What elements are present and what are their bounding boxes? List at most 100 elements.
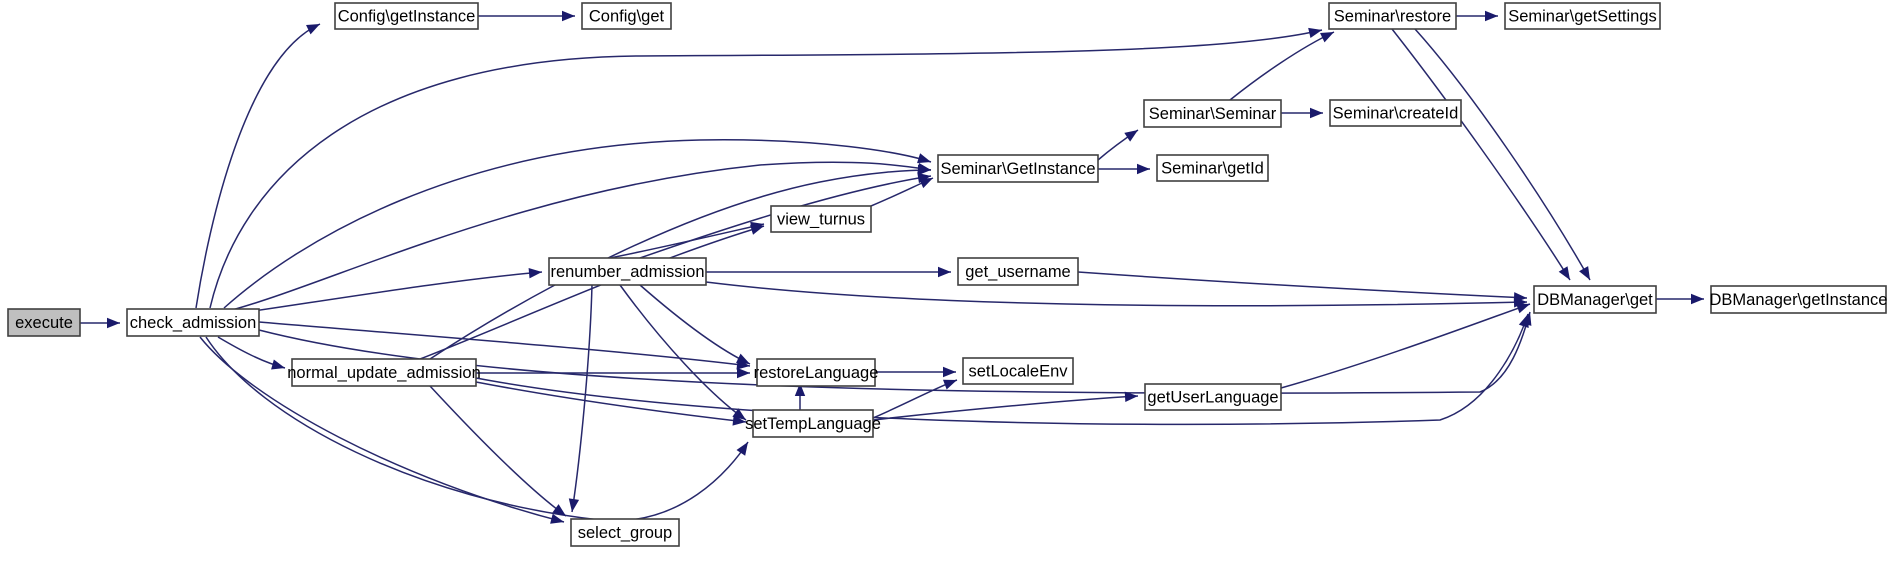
arrowhead-icon [550, 513, 564, 524]
node-box[interactable] [1504, 2, 1661, 30]
graph-node-seminar_getSettings[interactable]: Seminar\getSettings [1504, 2, 1661, 30]
node-box[interactable] [291, 358, 477, 387]
arrowhead-icon [1308, 27, 1322, 38]
graph-node-dbmanager_getInstance[interactable]: DBManager\getInstance [1710, 285, 1888, 314]
graph-node-select_group[interactable]: select_group [570, 518, 680, 547]
graph-node-seminar_Seminar[interactable]: Seminar\Seminar [1143, 99, 1282, 128]
node-box[interactable] [962, 357, 1074, 385]
node-box[interactable] [1329, 99, 1462, 127]
call-edge [568, 284, 593, 513]
graph-node-view_turnus[interactable]: view_turnus [770, 205, 872, 233]
arrowhead-icon [1518, 314, 1529, 328]
call-edge [217, 336, 286, 370]
call-edge [1456, 10, 1498, 22]
graph-node-config_get[interactable]: Config\get [581, 2, 672, 30]
graph-node-seminar_GetInstance[interactable]: Seminar\GetInstance [937, 154, 1099, 183]
node-box[interactable] [770, 205, 872, 233]
graph-node-dbmanager_get[interactable]: DBManager\get [1533, 285, 1657, 314]
arrowhead-icon [750, 224, 764, 235]
call-edge [209, 27, 1323, 309]
call-edge [476, 367, 750, 379]
node-box[interactable] [1533, 285, 1657, 314]
call-edge [1281, 107, 1323, 119]
call-edge [199, 336, 565, 524]
graph-node-seminar_restore[interactable]: Seminar\restore [1328, 2, 1457, 30]
node-box[interactable] [334, 2, 479, 30]
arrowhead-icon [1516, 303, 1530, 314]
graph-node-config_getInstance[interactable]: Config\getInstance [334, 2, 479, 30]
node-box[interactable] [570, 518, 680, 547]
node-box[interactable] [7, 308, 81, 337]
call-edge [478, 10, 575, 22]
call-edge [1098, 163, 1150, 175]
call-edge [195, 23, 321, 309]
arrowhead-icon [917, 153, 931, 164]
arrowhead-icon [1579, 266, 1590, 280]
node-box[interactable] [1710, 285, 1887, 314]
graph-node-execute[interactable]: execute [7, 308, 81, 337]
arrowhead-icon [917, 164, 931, 176]
arrowhead-icon [271, 359, 285, 370]
call-edge [429, 385, 567, 517]
arrowhead-icon [736, 442, 748, 456]
call-edge [1656, 293, 1704, 305]
arrowhead-icon [943, 366, 956, 378]
node-box[interactable] [126, 308, 260, 337]
graph-node-seminar_createId[interactable]: Seminar\createId [1329, 99, 1462, 127]
arrowhead-icon [1124, 391, 1138, 402]
node-box[interactable] [548, 257, 707, 286]
node-box[interactable] [752, 409, 874, 438]
call-edge [475, 313, 1529, 426]
graph-node-normal_update_admission[interactable]: normal_update_admission [287, 358, 481, 387]
call-edge [419, 224, 765, 360]
call-edge [1280, 303, 1531, 389]
arrowhead-icon [1310, 107, 1323, 119]
arrowhead-icon [1137, 163, 1150, 175]
call-edge [475, 381, 747, 426]
node-box[interactable] [1143, 99, 1282, 128]
arrowhead-icon [919, 178, 933, 189]
node-box[interactable] [1328, 2, 1457, 30]
node-box[interactable] [581, 2, 672, 30]
arrowhead-icon [107, 317, 120, 329]
call-edge [875, 366, 956, 378]
graph-node-get_username[interactable]: get_username [957, 257, 1079, 286]
arrowhead-icon [794, 383, 806, 396]
node-box[interactable] [957, 257, 1079, 286]
graph-node-setLocaleEnv[interactable]: setLocaleEnv [962, 357, 1074, 385]
call-edge [205, 336, 749, 522]
call-edge [223, 139, 932, 309]
node-box[interactable] [937, 154, 1099, 183]
arrowhead-icon [1485, 10, 1498, 22]
call-edge [639, 284, 751, 365]
arrowhead-icon [737, 367, 750, 379]
node-box[interactable] [1144, 383, 1282, 411]
arrowhead-icon [552, 504, 566, 516]
call-edge [1097, 129, 1139, 161]
node-box[interactable] [756, 358, 876, 387]
call-edge [231, 161, 932, 311]
arrowhead-icon [568, 498, 580, 512]
call-edge [706, 266, 951, 278]
arrowhead-icon [1320, 32, 1334, 43]
call-edge [1391, 28, 1571, 281]
call-edge [872, 391, 1139, 421]
call-edge [872, 379, 958, 419]
node-box[interactable] [1156, 154, 1269, 182]
graph-node-setTempLanguage[interactable]: setTempLanguage [745, 409, 881, 438]
call-edge [1077, 271, 1528, 303]
arrowhead-icon [1124, 130, 1138, 142]
call-edge [239, 267, 543, 314]
call-edge [870, 177, 934, 207]
graph-node-restoreLanguage[interactable]: restoreLanguage [754, 358, 879, 387]
arrowhead-icon [736, 353, 750, 364]
graph-node-seminar_getId[interactable]: Seminar\getId [1156, 154, 1269, 182]
call-edge [429, 164, 932, 360]
arrowhead-icon [1558, 266, 1570, 280]
arrowhead-icon [1513, 292, 1527, 303]
graph-node-getUserLanguage[interactable]: getUserLanguage [1144, 383, 1282, 411]
graph-node-check_admission[interactable]: check_admission [126, 308, 260, 337]
graph-node-renumber_admission[interactable]: renumber_admission [548, 257, 707, 286]
